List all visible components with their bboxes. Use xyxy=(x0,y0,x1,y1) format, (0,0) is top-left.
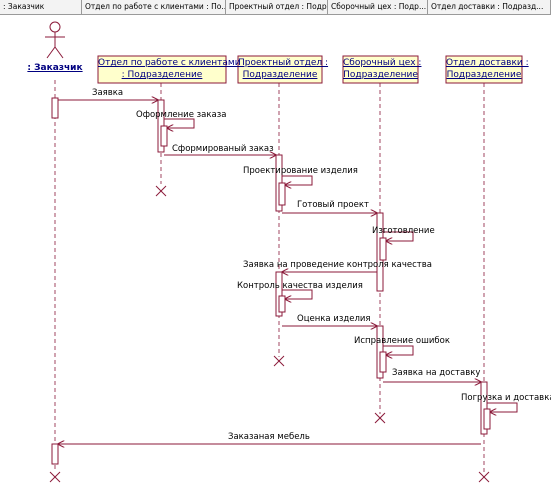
delivery-activation xyxy=(480,381,488,435)
project-destroy-mark xyxy=(273,355,285,367)
tab-delivery-dept[interactable]: Отдел доставки : Подразд... xyxy=(428,0,551,14)
delivery-activation-nested xyxy=(483,408,491,430)
customer-destroy-mark xyxy=(49,471,61,483)
message-label-2: Оформление заказа xyxy=(136,110,226,120)
delivery-object-box[interactable] xyxy=(445,55,523,84)
assembly-object-label-line2: Подразделение xyxy=(343,70,418,80)
message-label-6: Изготовление xyxy=(372,226,435,236)
sequence-diagram: Заявка Оформление заказа Сформированый з… xyxy=(45,21,551,483)
assembly-destroy-mark xyxy=(374,412,386,424)
message-label-4: Проектирование изделия xyxy=(243,166,358,176)
clients-destroy-mark xyxy=(155,185,167,197)
message-arrow-8 xyxy=(282,289,313,299)
project-activation-nested-1 xyxy=(278,182,286,206)
message-label-5: Готовый проект xyxy=(297,200,369,210)
customer-actor-label[interactable]: : Заказчик xyxy=(27,63,83,73)
clients-activation-nested xyxy=(160,125,168,147)
delivery-destroy-mark xyxy=(478,471,490,483)
clients-object-box[interactable] xyxy=(97,55,227,84)
document-tab-bar: : Заказчик Отдел по работе с клиентами :… xyxy=(0,0,551,15)
message-label-10: Исправление ошибок xyxy=(354,336,450,346)
message-label-1: Заявка xyxy=(92,88,123,98)
assembly-activation-nested-2 xyxy=(379,351,387,373)
customer-actor-figure[interactable] xyxy=(45,21,65,59)
assembly-activation-nested-1 xyxy=(379,237,387,261)
message-arrow-4 xyxy=(282,175,313,185)
tab-customer[interactable]: : Заказчик xyxy=(0,0,82,14)
project-object-label-line1: Проектный отдел : xyxy=(238,58,329,68)
project-object-box[interactable] xyxy=(237,55,323,84)
clients-object-label-line2: : Подразделение xyxy=(121,70,203,80)
message-arrow-6 xyxy=(383,231,414,241)
message-arrow-2 xyxy=(164,118,195,128)
message-label-9: Оценка изделия xyxy=(297,314,371,324)
delivery-object-label-line1: Отдел доставки : xyxy=(446,58,529,68)
tab-assembly-shop[interactable]: Сборочный цех : Подр... xyxy=(328,0,428,14)
project-activation-nested-2 xyxy=(278,295,286,313)
message-arrow-12 xyxy=(487,402,518,412)
message-arrow-10 xyxy=(383,345,414,355)
message-label-11: Заявка на доставку xyxy=(392,368,480,378)
tab-clients-dept[interactable]: Отдел по работе с клиентами : По... xyxy=(82,0,226,14)
clients-object-label-line1: Отдел по работе с клиентами xyxy=(98,58,241,68)
assembly-object-label-line1: Сборочный цех : xyxy=(343,58,422,68)
delivery-object-label-line2: Подразделение xyxy=(446,70,522,80)
project-object-label-line2: Подразделение xyxy=(242,70,318,80)
assembly-object-box[interactable] xyxy=(342,55,419,84)
message-label-3: Сформированый заказ xyxy=(172,144,274,154)
project-activation-2 xyxy=(275,271,283,317)
message-label-12: Погрузка и доставка xyxy=(461,393,551,403)
customer-activation-2 xyxy=(51,443,59,465)
tab-project-dept[interactable]: Проектный отдел : Подр... xyxy=(226,0,328,14)
customer-activation-1 xyxy=(51,97,59,119)
message-label-7: Заявка на проведение контроля качества xyxy=(243,260,432,270)
message-label-13: Заказаная мебель xyxy=(228,432,310,442)
message-label-8: Контроль качества изделия xyxy=(237,281,363,291)
